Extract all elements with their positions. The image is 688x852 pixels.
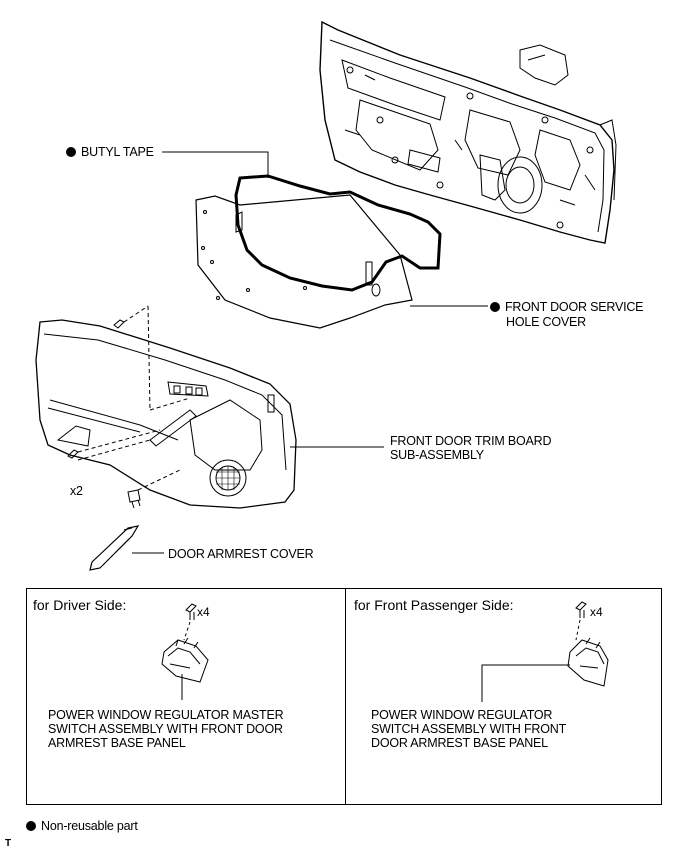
trim-board: [35, 319, 297, 509]
passenger-switch-text-1: POWER WINDOW REGULATOR: [371, 708, 553, 722]
corner-mark: T: [5, 838, 12, 849]
armrest-cover-label: DOOR ARMREST COVER: [168, 547, 314, 561]
leader-lines: [132, 151, 488, 554]
service-hole-cover-text-2: HOLE COVER: [506, 315, 586, 329]
driver-panel-title: for Driver Side:: [33, 597, 127, 613]
legend-text: Non-reusable part: [41, 819, 138, 833]
service-hole-cover-text-1: FRONT DOOR SERVICE: [505, 300, 644, 314]
driver-switch-text-2: SWITCH ASSEMBLY WITH FRONT DOOR: [48, 722, 283, 736]
butyl-tape-text: BUTYL TAPE: [81, 145, 154, 159]
driver-switch-drawing: [161, 603, 209, 700]
armrest-cover: [89, 525, 140, 571]
passenger-switch-drawing: [481, 601, 609, 702]
passenger-panel-title: for Front Passenger Side:: [354, 597, 514, 613]
passenger-side-panel: for Front Passenger Side: x4 POWER WINDO…: [345, 588, 662, 805]
service-hole-cover: [195, 194, 413, 329]
non-reusable-marker-icon: [26, 821, 36, 831]
driver-switch-text-3: ARMREST BASE PANEL: [48, 736, 186, 750]
screw-quantity: x2: [70, 484, 83, 498]
passenger-switch-text-3: DOOR ARMREST BASE PANEL: [371, 736, 548, 750]
passenger-screw-quantity: x4: [590, 605, 603, 619]
driver-screw-quantity: x4: [197, 605, 210, 619]
driver-side-panel: for Driver Side: x4 POWER WINDOW REGULAT…: [26, 588, 346, 805]
butyl-tape-label: BUTYL TAPE: [66, 145, 154, 159]
passenger-switch-text-2: SWITCH ASSEMBLY WITH FRONT: [371, 722, 567, 736]
non-reusable-marker-icon: [490, 302, 500, 312]
legend: Non-reusable part: [26, 819, 138, 833]
door-inner-panel: [319, 20, 617, 244]
butyl-tape: [234, 174, 442, 292]
driver-switch-text-1: POWER WINDOW REGULATOR MASTER: [48, 708, 284, 722]
service-hole-cover-label: FRONT DOOR SERVICE: [490, 300, 644, 314]
non-reusable-marker-icon: [66, 147, 76, 157]
screws-and-clips: [67, 305, 191, 509]
trim-board-text-1: FRONT DOOR TRIM BOARD: [390, 434, 552, 448]
trim-board-text-2: SUB-ASSEMBLY: [390, 448, 484, 462]
